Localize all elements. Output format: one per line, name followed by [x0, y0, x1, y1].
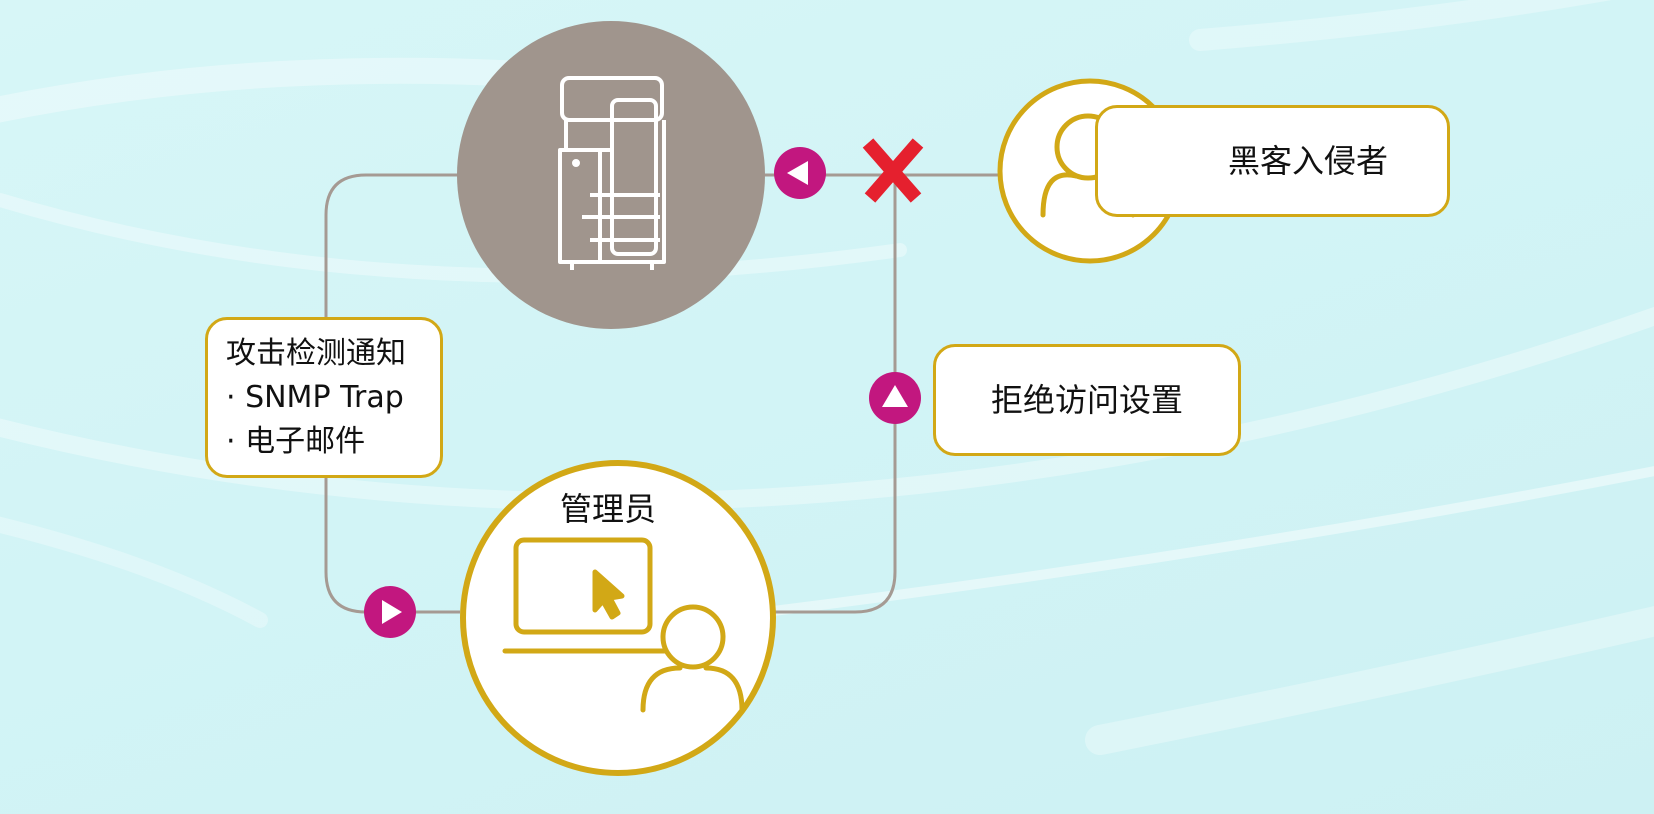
admin-label: 管理员	[560, 490, 657, 528]
notify-item-snmp: · SNMP Trap	[226, 379, 404, 415]
hacker-label: 黑客入侵者	[1228, 142, 1389, 180]
notify-item-email: · 电子邮件	[226, 423, 366, 459]
arrow-left-badge	[774, 147, 826, 199]
arrow-up-badge	[869, 372, 921, 424]
notification-label-box: 攻击检测通知 · SNMP Trap · 电子邮件	[205, 317, 443, 478]
admin-at-laptop-icon	[502, 537, 745, 713]
hacker-label-box: 黑客入侵者	[1095, 105, 1450, 217]
multifunction-printer-icon	[558, 76, 666, 270]
printer-node	[457, 21, 765, 329]
admin-node	[460, 460, 776, 776]
deny-access-label-box: 拒绝访问设置	[933, 344, 1241, 456]
connector-admin-to-block	[770, 175, 897, 614]
arrow-right-badge	[364, 586, 416, 638]
notify-title: 攻击检测通知	[226, 335, 406, 371]
red-x-icon	[862, 138, 924, 203]
deny-access-label: 拒绝访问设置	[990, 381, 1183, 419]
